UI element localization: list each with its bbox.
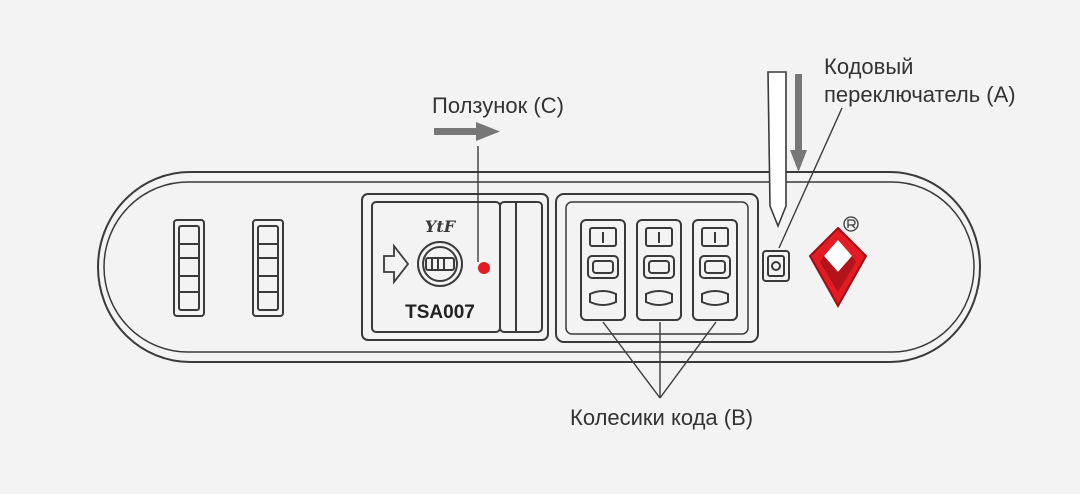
slider-housing: [361, 193, 549, 341]
code-wheel-1[interactable]: [580, 219, 626, 321]
wheels-pointer-line-3: [659, 321, 717, 399]
code-wheels-housing: [555, 193, 759, 343]
slider-indicator-dot: [478, 262, 490, 274]
push-down-arrow: [790, 74, 807, 172]
brand-logo-text: YtF: [425, 217, 457, 236]
code-wheels-label: Колесики кода (B): [570, 405, 754, 430]
lock-body-inner-outline: [103, 181, 975, 353]
code-switch-label-line2: переключатель (A): [824, 82, 1016, 107]
model-text: TSA007: [405, 302, 475, 323]
registered-trademark-icon: [843, 216, 859, 232]
code-switch-tool: [767, 71, 787, 229]
slider-direction-arrow: [434, 122, 500, 141]
slider-side-block: [499, 201, 543, 333]
lock-body-outline: [97, 171, 981, 363]
code-switch-label-line1: Кодовый: [824, 54, 914, 79]
tsa-diamond-logo-icon: [808, 226, 868, 309]
code-wheel-3[interactable]: [692, 219, 738, 321]
grip-left-1: [173, 219, 205, 317]
code-wheel-2[interactable]: [636, 219, 682, 321]
code-switch-button[interactable]: [762, 250, 790, 282]
arrow-right-icon: [383, 243, 410, 285]
key-cylinder-icon: [417, 241, 463, 287]
slider-label: Ползунок (C): [432, 93, 564, 118]
wheels-pointer-line-1: [602, 321, 661, 399]
switch-pointer-line: [778, 107, 843, 249]
grip-left-2: [252, 219, 284, 317]
